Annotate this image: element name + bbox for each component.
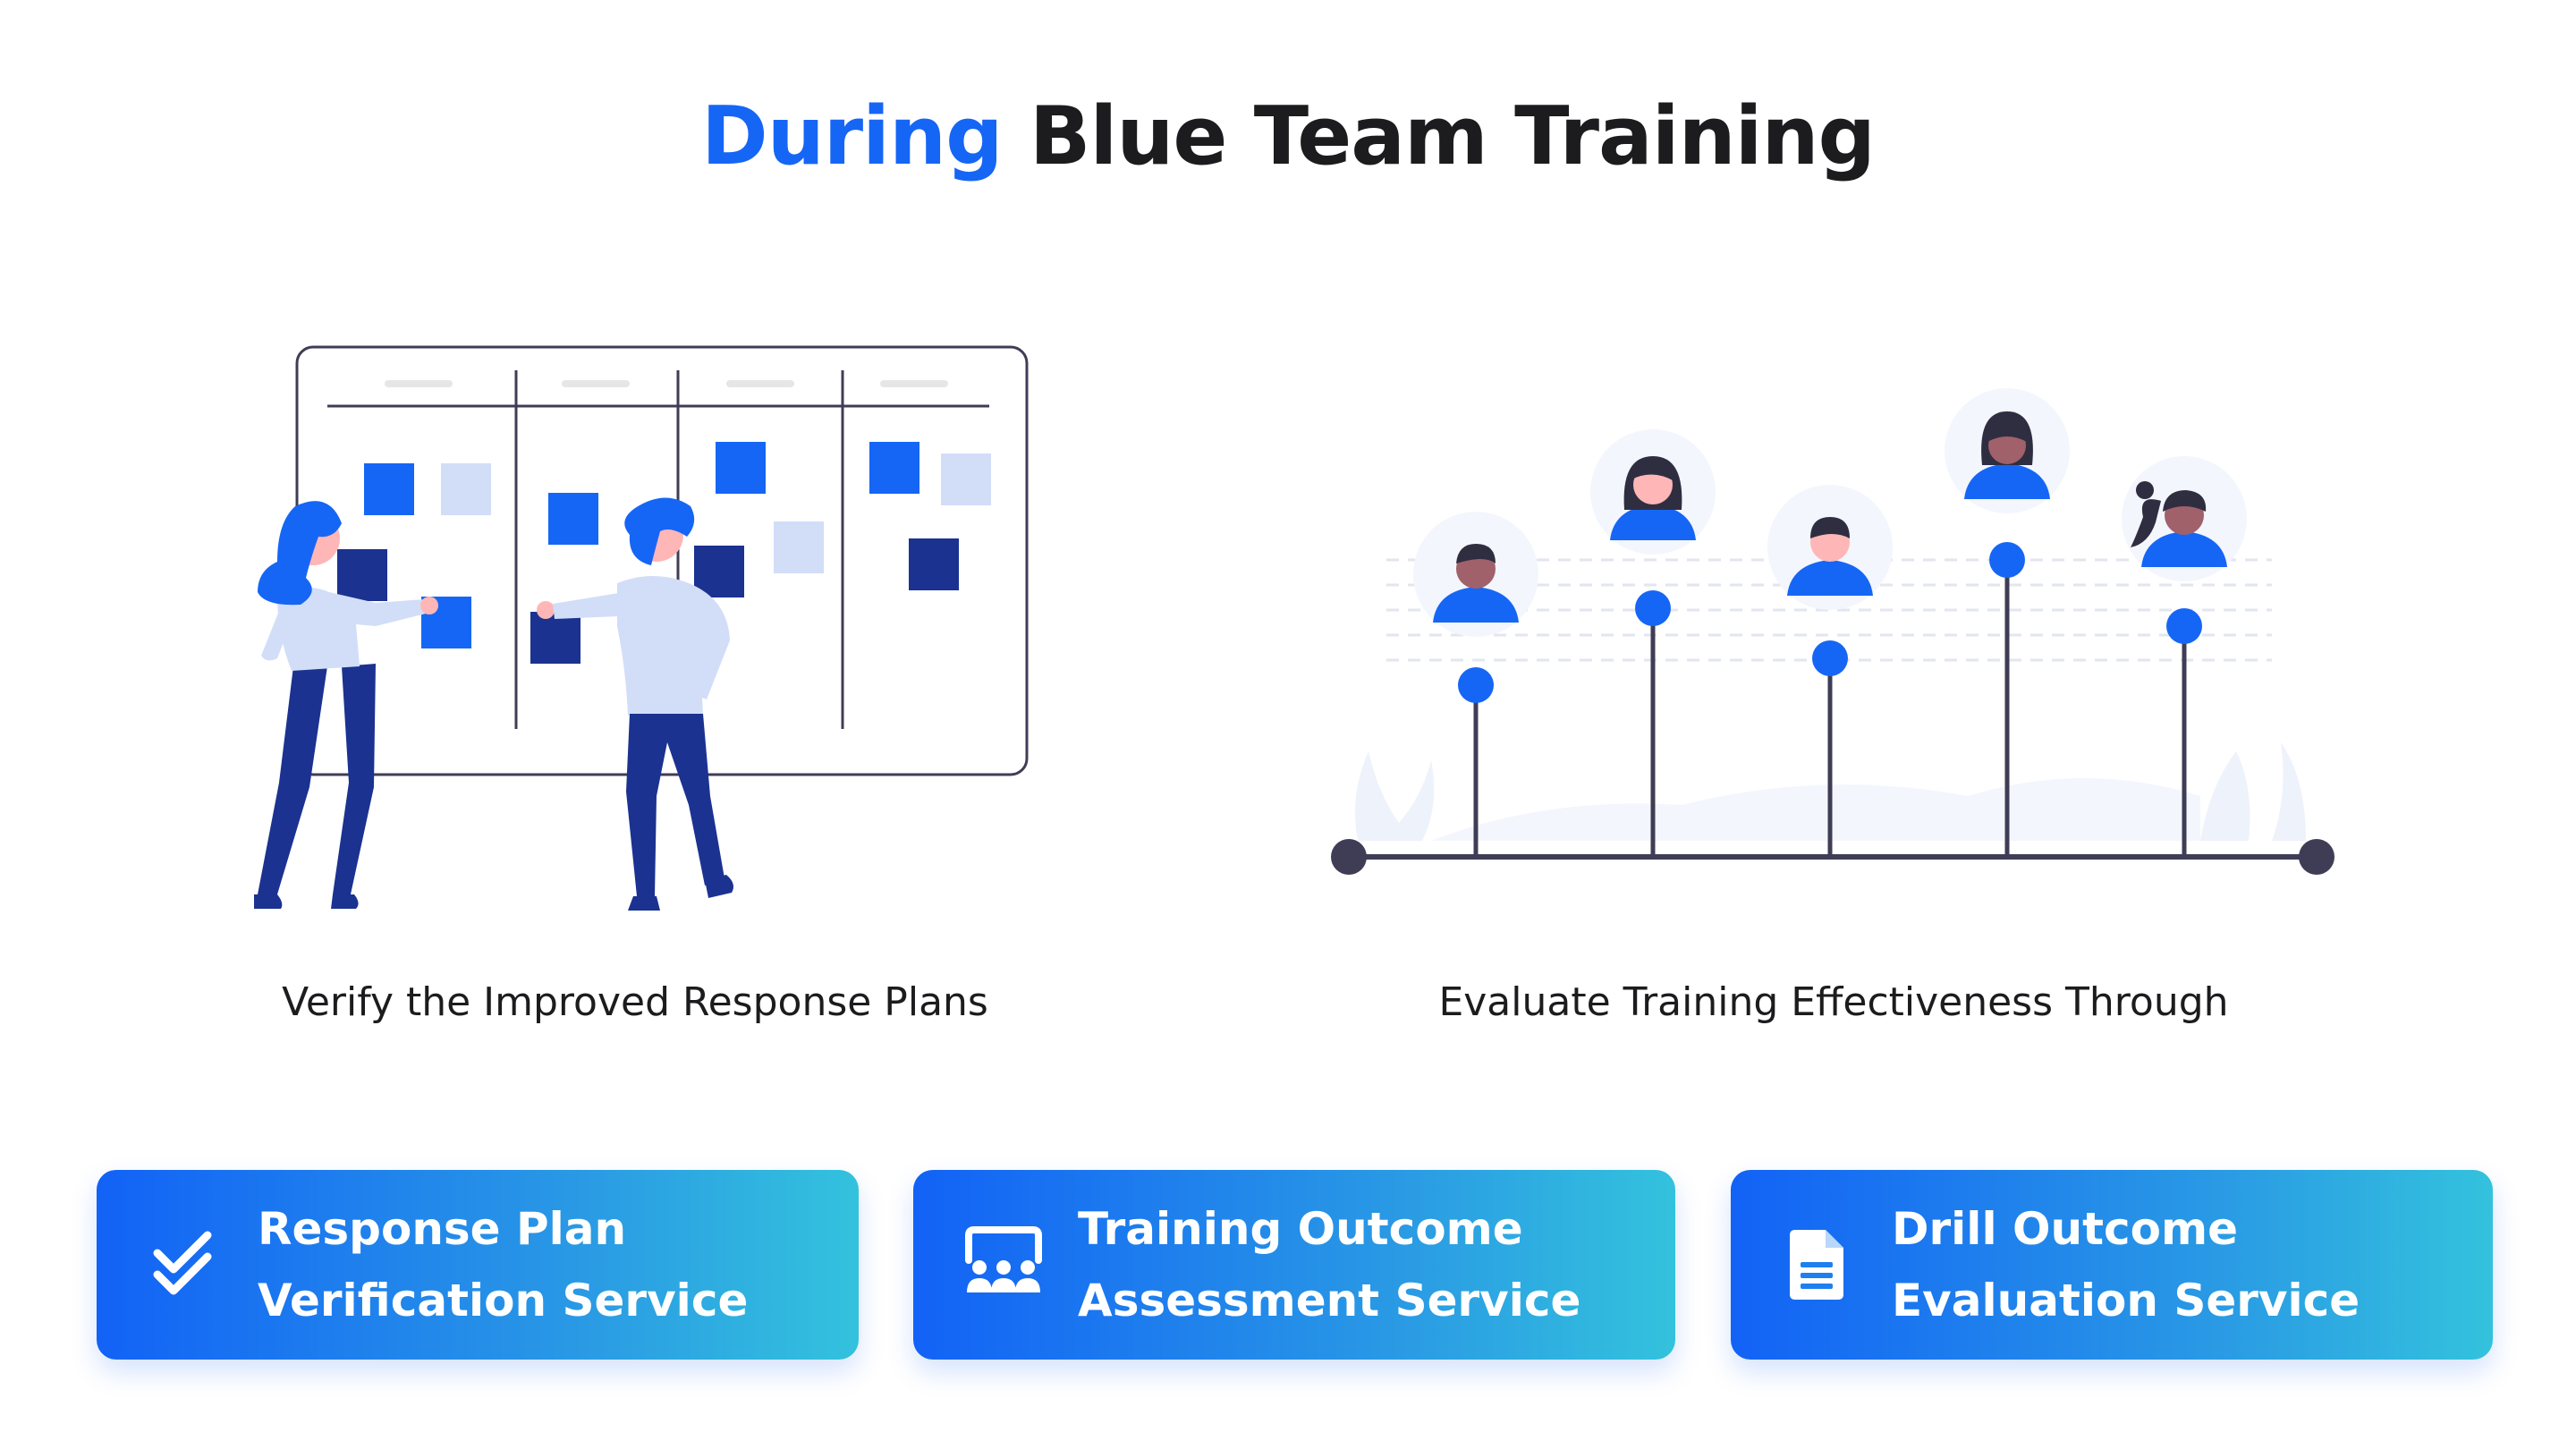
kanban-board-illustration (254, 345, 1029, 911)
title-accent: During (701, 89, 1004, 183)
double-check-icon (153, 1231, 212, 1295)
card-title-line1: Response Plan (258, 1203, 627, 1255)
caption-left: Verify the Improved Response Plans (282, 979, 988, 1025)
title-rest: Blue Team Training (1029, 89, 1876, 183)
timeline-people-illustration (1331, 388, 2334, 875)
classroom-icon (965, 1226, 1042, 1292)
card-title-line1: Training Outcome (1078, 1203, 1523, 1255)
drill-outcome-evaluation-card[interactable]: Drill Outcome Evaluation Service (1731, 1170, 2493, 1360)
caption-right: Evaluate Training Effectiveness Through (1438, 979, 2229, 1025)
card-title-line2: Verification Service (258, 1275, 749, 1326)
page-title: During Blue Team Training (0, 97, 2576, 177)
card-title-line2: Evaluation Service (1892, 1275, 2360, 1326)
response-plan-verification-card[interactable]: Response Plan Verification Service (97, 1170, 859, 1360)
document-icon (1790, 1230, 1843, 1300)
card-title-line1: Drill Outcome (1892, 1203, 2238, 1255)
card-title-line2: Assessment Service (1078, 1275, 1581, 1326)
training-outcome-assessment-card[interactable]: Training Outcome Assessment Service (913, 1170, 1675, 1360)
